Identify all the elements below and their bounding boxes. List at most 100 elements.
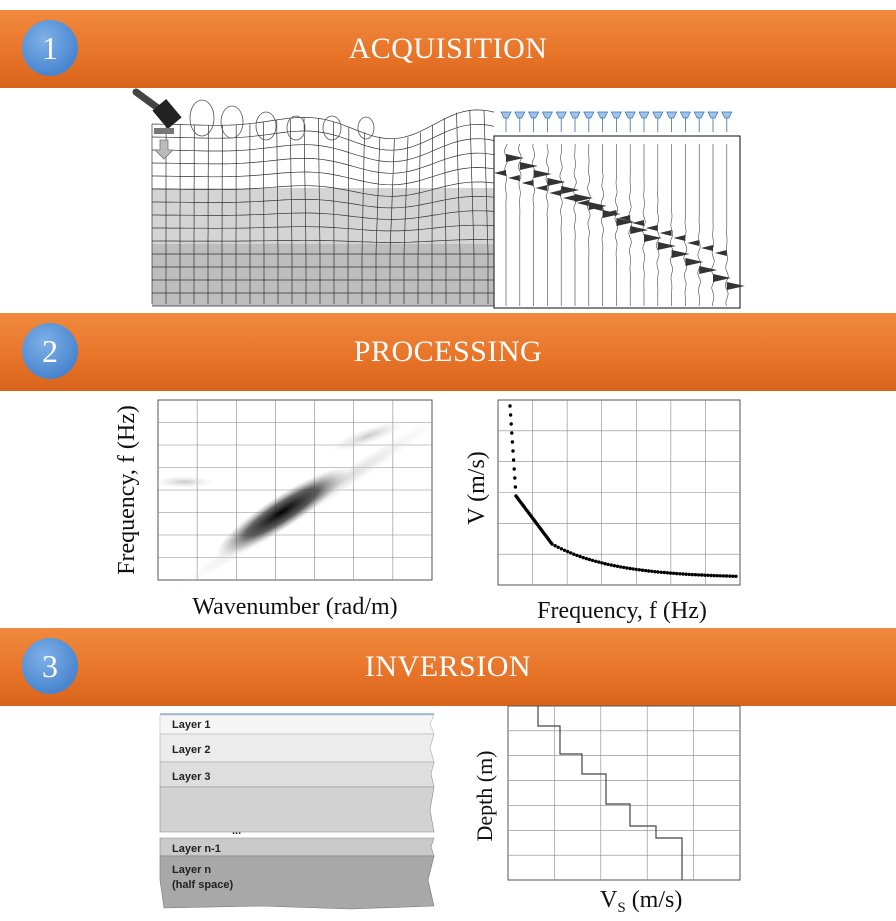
- grid-column-line: [262, 121, 265, 304]
- dispersion-point: [562, 548, 567, 552]
- grid-column-line: [303, 117, 307, 304]
- wavelet-mark: [714, 250, 727, 256]
- grid-row-line: [152, 181, 495, 197]
- grid-column-line: [347, 126, 350, 304]
- wavelet-mark: [657, 242, 676, 250]
- geophone-icon: [707, 111, 719, 119]
- geophone-icon: [569, 111, 581, 119]
- grid-column-line: [456, 112, 461, 304]
- dispersion-point: [572, 552, 576, 556]
- dispersion-point: [684, 572, 688, 576]
- dispersion-point: [640, 568, 645, 572]
- dispersion-x-axis-label: Frequency, f (Hz): [537, 598, 707, 624]
- section-banner-acquisition: 1 ACQUISITION: [0, 10, 896, 88]
- vs-y-axis-label: Depth (m): [472, 750, 497, 841]
- dispersion-point: [681, 572, 685, 576]
- vs-step-profile: [537, 706, 683, 880]
- dispersion-plot: Frequency, f (Hz) V (m/s): [464, 399, 741, 624]
- grid-column-line: [483, 110, 489, 304]
- layer-label: Layer 1: [172, 719, 211, 731]
- grid-column-line: [333, 121, 335, 304]
- dispersion-point: [575, 553, 579, 558]
- wavelet-mark: [699, 266, 718, 274]
- seismogram-wavelets: [494, 154, 745, 290]
- layer-label: Layer n: [172, 864, 211, 876]
- wavelet-mark: [644, 234, 662, 242]
- grid-column-line: [361, 132, 365, 304]
- hammer-source-icon: [132, 88, 182, 160]
- geophone-icon: [541, 111, 553, 119]
- wavelet-mark: [507, 175, 520, 181]
- dispersion-point: [675, 571, 679, 576]
- layer-n-1: [159, 837, 435, 857]
- grid-column-line: [318, 118, 321, 304]
- wavelet-mark: [549, 190, 562, 196]
- dispersion-point: [513, 476, 517, 480]
- soil-layer-lower: [152, 244, 494, 306]
- geophone-icon: [693, 111, 705, 119]
- dispersion-point: [634, 567, 638, 572]
- layer-1: [159, 714, 435, 735]
- vs-profile-plot: Depth (m) VS (m/s): [472, 705, 741, 916]
- section-banner-inversion: 3 INVERSION: [0, 628, 896, 706]
- geophone-icon: [528, 111, 540, 119]
- grid-row-line: [152, 239, 495, 243]
- wavelet-mark: [519, 162, 538, 170]
- wavelet-mark: [521, 180, 534, 186]
- seismic-trace: [545, 143, 550, 306]
- layer-4: [159, 786, 435, 833]
- seismic-trace: [628, 144, 633, 306]
- seismic-trace: [683, 144, 688, 307]
- layer-label: Layer 3: [172, 771, 211, 783]
- seismic-trace: [724, 144, 729, 307]
- dispersion-point: [590, 558, 595, 563]
- geophone-icon: [514, 111, 526, 119]
- dispersion-point: [643, 568, 648, 573]
- wavelet-mark: [533, 170, 552, 178]
- geophone-icon: [679, 111, 691, 119]
- wavelet-mark: [547, 178, 566, 186]
- dispersion-point: [615, 564, 620, 568]
- dispersion-point: [594, 559, 598, 563]
- dispersion-point: [618, 565, 623, 569]
- grid-row-line: [152, 196, 495, 209]
- layer-n-half-space: [159, 855, 435, 910]
- wavelet-mark: [671, 250, 690, 258]
- layer-label: (half space): [172, 879, 233, 891]
- dispersion-point: [511, 458, 516, 462]
- grid-column-line: [443, 118, 447, 304]
- section-number-badge: 2: [22, 323, 78, 379]
- dispersion-point: [647, 569, 651, 573]
- grid-column-line: [469, 109, 475, 304]
- layer-model-diagram: Layer 1 Layer 2 Layer 3 ... Layer n-1 La…: [159, 713, 435, 910]
- dispersion-point: [715, 574, 719, 578]
- dispersion-point: [709, 573, 713, 578]
- geophone-icon: [652, 111, 664, 119]
- dispersion-point: [609, 563, 613, 567]
- particle-orbits: [189, 99, 375, 141]
- dispersion-point: [559, 547, 564, 551]
- seismic-trace: [642, 144, 646, 306]
- section-banner-processing: 2 PROCESSING: [0, 313, 896, 391]
- layer-label: Layer n-1: [172, 843, 221, 855]
- geophone-icon: [583, 111, 595, 119]
- dispersion-point: [728, 574, 732, 578]
- fk-x-axis-label: Wavenumber (rad/m): [192, 594, 397, 620]
- wavelet-mark: [630, 226, 649, 234]
- layer-2: [159, 733, 435, 763]
- dispersion-point: [703, 573, 707, 577]
- dispersion-point: [628, 566, 632, 571]
- dispersion-point: [565, 549, 570, 554]
- layer-label: Layer 2: [172, 744, 211, 756]
- dispersion-point: [513, 485, 518, 489]
- dispersion-point: [668, 571, 673, 575]
- dispersion-point: [584, 556, 588, 561]
- wavelet-mark: [616, 218, 635, 226]
- grid-row-line: [151, 152, 495, 174]
- grid-row-line: [152, 224, 495, 232]
- seismic-trace: [586, 144, 591, 306]
- seismic-trace: [669, 144, 674, 306]
- dispersion-point: [724, 574, 729, 578]
- seismic-trace: [600, 144, 605, 306]
- dispersion-point: [731, 574, 735, 578]
